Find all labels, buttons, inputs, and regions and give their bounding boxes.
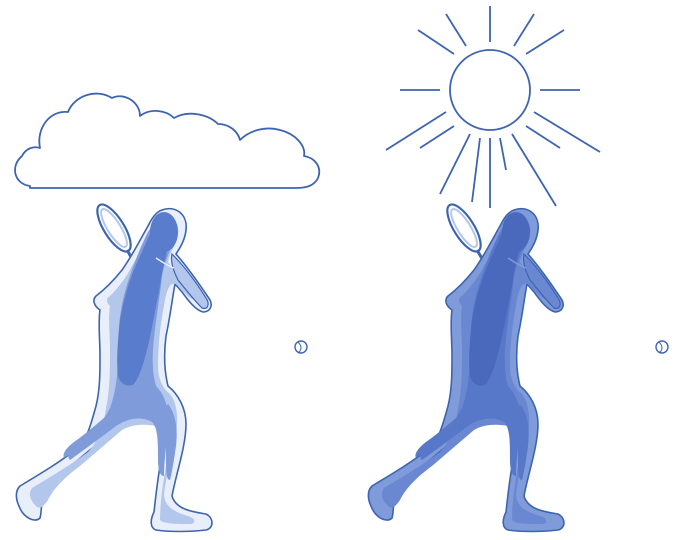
- tennis-ball-icon: [295, 341, 307, 353]
- tennis-ball-icon: [656, 341, 668, 353]
- tennis-player-icon: [368, 209, 564, 532]
- cloudy-panel: [15, 94, 319, 532]
- cloud-icon: [15, 94, 319, 188]
- racket-icon: [441, 200, 487, 262]
- sunny-panel: [368, 6, 668, 532]
- tennis-player-icon: [16, 209, 212, 532]
- sun-icon: [386, 6, 600, 208]
- racket-icon: [91, 200, 137, 262]
